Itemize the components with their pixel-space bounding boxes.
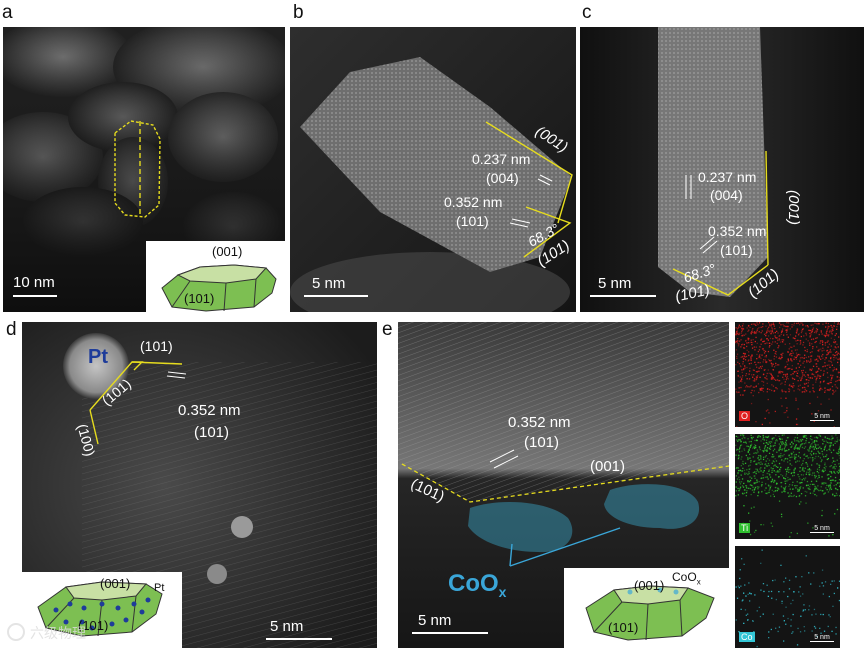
panel-a-image: 10 nm (001) (101) xyxy=(3,27,285,312)
eds-map-o: O 5 nm xyxy=(735,322,840,427)
panel-e-coox-main: CoO xyxy=(448,570,499,597)
panel-e-image: 0.352 nm (101) (001) (101) CoOx 5 nm (00… xyxy=(398,322,729,648)
panel-b-scale-bar xyxy=(304,295,368,297)
panel-e-coox-sub: x xyxy=(498,583,507,600)
panel-e-plane: (101) xyxy=(524,434,560,451)
panel-e-facet-right: (001) xyxy=(590,458,626,475)
panel-c-image: 0.237 nm (004) (001) 0.352 nm (101) 68.3… xyxy=(580,27,864,312)
panel-d-pt-label: Pt xyxy=(88,346,108,368)
panel-b-image: (001) 0.237 nm (004) 0.352 nm (101) 68.3… xyxy=(290,27,576,312)
panel-a-scale-label: 10 nm xyxy=(13,274,55,291)
panel-c-scale-label: 5 nm xyxy=(598,275,632,292)
watermark: 六级物理 xyxy=(4,620,124,644)
panel-e-spacing: 0.352 nm xyxy=(508,414,571,431)
panel-a-inset-facet-top: (001) xyxy=(212,244,243,259)
panel-label-b: b xyxy=(293,2,304,23)
panel-label-e: e xyxy=(382,319,393,340)
panel-d-spacing: 0.352 nm xyxy=(178,402,241,419)
panel-e-scale-bar xyxy=(412,632,488,634)
panel-e-inset-species-sub: x xyxy=(696,577,701,587)
panel-d-inset: (001) (101) Pt xyxy=(22,572,182,648)
panel-d-inset-particle: Pt xyxy=(154,582,165,594)
panel-d-scale-bar xyxy=(266,638,332,640)
panel-c-plane-1: (004) xyxy=(710,187,743,203)
panel-e-inset-species: CoOx xyxy=(672,570,701,586)
panel-c-micrograph xyxy=(580,27,864,312)
panel-b-plane-1: (004) xyxy=(486,170,519,186)
panel-a-scale-bar xyxy=(13,295,57,297)
eds-map-co-scale: 5 nm xyxy=(810,634,834,642)
panel-b-spacing-1: 0.237 nm xyxy=(472,151,531,167)
eds-map-co-scale-text: 5 nm xyxy=(810,634,834,642)
eds-map-co-label: Co xyxy=(739,632,755,642)
panel-d-inset-facet-bottom: (101) xyxy=(78,618,109,633)
eds-map-o-label: O xyxy=(739,411,751,421)
eds-map-o-scale: 5 nm xyxy=(810,413,834,421)
panel-d-facet-top: (101) xyxy=(140,338,173,354)
panel-b-spacing-2: 0.352 nm xyxy=(444,194,503,210)
eds-map-ti: Ti 5 nm xyxy=(735,434,840,539)
panel-b-plane-2: (101) xyxy=(456,213,489,229)
panel-a-inset: (001) (101) xyxy=(146,241,285,312)
eds-map-ti-scale: 5 nm xyxy=(810,525,834,533)
panel-label-c: c xyxy=(582,2,592,23)
panel-label-a: a xyxy=(2,2,13,23)
panel-c-spacing-2: 0.352 nm xyxy=(708,223,767,239)
panel-label-d: d xyxy=(6,319,17,340)
panel-e-coox-label: CoOx xyxy=(448,570,506,600)
panel-e-inset-facet-top: (001) xyxy=(634,578,665,593)
panel-d-plane: (101) xyxy=(194,424,230,441)
panel-c-spacing-1: 0.237 nm xyxy=(698,169,757,185)
eds-map-ti-label: Ti xyxy=(739,523,751,533)
panel-d-scale-label: 5 nm xyxy=(270,618,304,635)
panel-d-image: Pt (101) (101) (100) 0.352 nm (101) 5 nm… xyxy=(22,322,377,648)
panel-a-micrograph xyxy=(3,27,285,312)
eds-map-o-dots xyxy=(735,322,840,427)
panel-b-micrograph xyxy=(290,27,576,312)
panel-c-plane-2: (101) xyxy=(720,242,753,258)
panel-b-scale-label: 5 nm xyxy=(312,275,346,292)
eds-map-ti-scale-text: 5 nm xyxy=(810,525,834,533)
panel-c-facet-side: (001) xyxy=(785,189,803,226)
eds-map-co: Co 5 nm xyxy=(735,546,840,648)
panel-e-scale-label: 5 nm xyxy=(418,612,452,629)
eds-map-o-scale-text: 5 nm xyxy=(810,413,834,421)
panel-e-micrograph xyxy=(398,322,729,648)
panel-e-inset-species-main: CoO xyxy=(672,570,697,584)
panel-e-inset: (001) (101) CoOx xyxy=(564,568,729,648)
panel-c-scale-bar xyxy=(590,295,656,297)
eds-map-ti-dots xyxy=(735,434,840,538)
eds-map-co-dots xyxy=(735,549,840,648)
panel-d-inset-facet-top: (001) xyxy=(100,576,131,591)
panel-e-inset-facet-bottom: (101) xyxy=(608,620,639,635)
watermark-logo-icon xyxy=(7,623,25,641)
watermark-text: 六级物理 xyxy=(30,626,86,642)
panel-a-inset-facet-bottom: (101) xyxy=(184,291,215,306)
